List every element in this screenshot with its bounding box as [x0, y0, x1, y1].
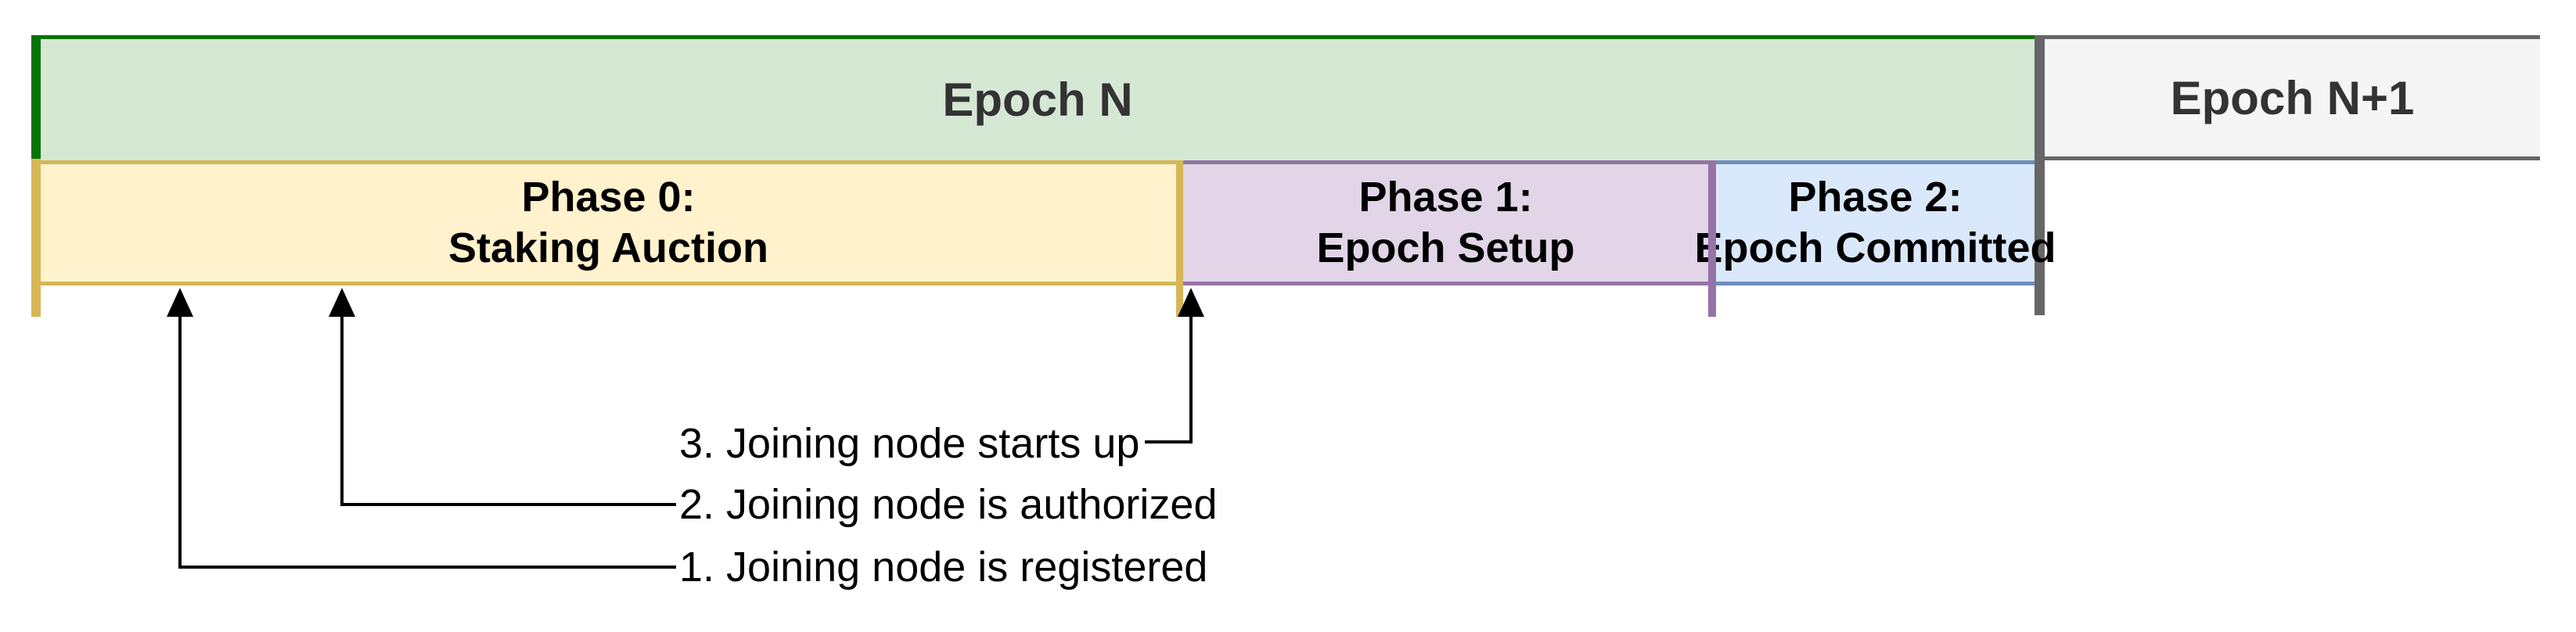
- epoch-boundary-divider-line: [2035, 35, 2045, 315]
- epoch-n-plus-1-bar: Epoch N+1: [2045, 35, 2540, 160]
- epoch-n-label: Epoch N: [942, 74, 1133, 126]
- arrow-2-vertical-line: [340, 311, 344, 506]
- annotation-node-authorized: 2. Joining node is authorized: [679, 481, 1218, 528]
- arrow-2-horizontal-line: [340, 503, 676, 506]
- phase-0-staking-auction-box: Phase 0: Staking Auction: [41, 160, 1176, 285]
- phase-1-label-line1: Phase 1:: [1358, 174, 1533, 221]
- annotation-node-starts-up: 3. Joining node starts up: [679, 420, 1140, 467]
- phase-0-start-tick-line: [31, 159, 41, 317]
- annotation-node-registered: 1. Joining node is registered: [679, 544, 1208, 591]
- epoch-n-bar: Epoch N: [41, 35, 2035, 160]
- epoch-n-plus-1-label: Epoch N+1: [2170, 71, 2415, 124]
- phase-1-phase-2-boundary-line: [1708, 160, 1716, 317]
- arrow-3-horizontal-line: [1145, 440, 1193, 443]
- phase-2-epoch-committed-box: Phase 2: Epoch Committed: [1695, 160, 2056, 285]
- phase-2-label-line1: Phase 2:: [1788, 174, 1963, 221]
- epoch-n-left-accent-line: [31, 35, 41, 159]
- arrow-1-vertical-line: [178, 311, 182, 569]
- phase-2-label-line2: Epoch Committed: [1694, 224, 2056, 271]
- phase-1-epoch-setup-box: Phase 1: Epoch Setup: [1183, 160, 1708, 285]
- phase-0-label-line1: Phase 0:: [521, 174, 696, 221]
- phase-1-label-line2: Epoch Setup: [1316, 224, 1575, 271]
- arrow-3-vertical-line: [1189, 311, 1193, 443]
- phase-0-phase-1-boundary-line: [1176, 160, 1183, 317]
- phase-0-label-line2: Staking Auction: [448, 224, 768, 271]
- arrow-1-horizontal-line: [178, 566, 676, 569]
